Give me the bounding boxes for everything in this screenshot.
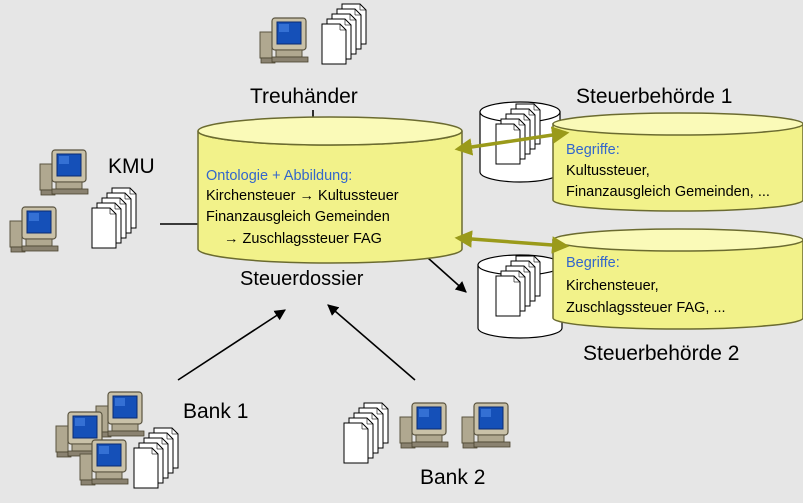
- connectors: [160, 110, 467, 381]
- behoerde1-label: Steuerbehörde 1: [576, 85, 732, 108]
- documents-icon: [321, 3, 367, 65]
- behoerde2-group: Begriffe: Kirchensteuer, Zuschlagssteuer…: [477, 228, 803, 365]
- bank1-label: Bank 1: [183, 400, 248, 423]
- behoerde2-database: Begriffe: Kirchensteuer, Zuschlagssteuer…: [552, 228, 803, 330]
- computer-icon: [95, 391, 145, 438]
- documents-icon: [91, 187, 137, 249]
- documents-icon: [133, 427, 179, 489]
- bank2-group: Bank 2: [343, 402, 511, 489]
- behoerde1-line-1: Kultussteuer,: [566, 163, 650, 179]
- behoerde2-header: Begriffe:: [566, 255, 620, 271]
- documents-icon: [343, 402, 389, 464]
- treuhaender-group: Treuhänder: [250, 3, 367, 108]
- archive-database-1: [479, 101, 561, 183]
- computer-icon: [9, 206, 59, 253]
- treuhaender-label: Treuhänder: [250, 85, 358, 108]
- steuerdossier-header: Ontologie + Abbildung:: [206, 168, 352, 184]
- behoerde1-group: Steuerbehörde 1 Begriffe: Kultussteuer, …: [479, 85, 803, 212]
- kmu-label: KMU: [108, 155, 155, 178]
- behoerde2-label: Steuerbehörde 2: [583, 342, 739, 365]
- bank2-label: Bank 2: [420, 466, 485, 489]
- behoerde1-line-2: Finanzausgleich Gemeinden, ...: [566, 184, 770, 200]
- behoerde1-database: Begriffe: Kultussteuer, Finanzausgleich …: [552, 112, 803, 212]
- computer-icon: [461, 402, 511, 449]
- mapping-arrows: [454, 126, 570, 254]
- kmu-group: KMU: [9, 149, 155, 253]
- behoerde2-line-2: Zuschlagssteuer FAG, ...: [566, 300, 726, 316]
- steuerdossier-line-2: Finanzausgleich Gemeinden: [206, 209, 390, 225]
- computer-icon: [399, 402, 449, 449]
- steuerdossier-line-1: Kirchensteuer → Kultussteuer: [206, 188, 399, 204]
- steuerdossier-label: Steuerdossier: [240, 268, 364, 290]
- behoerde2-line-1: Kirchensteuer,: [566, 278, 659, 294]
- steuerdossier-line-3: → Zuschlagssteuer FAG: [224, 231, 382, 247]
- mapping-arrow-behoerde1: [454, 126, 570, 156]
- steuerdossier-database: Ontologie + Abbildung: Kirchensteuer → K…: [197, 116, 463, 264]
- arrow-bank1-to-steuerdossier: [177, 309, 286, 381]
- computer-icon: [39, 149, 89, 196]
- arrow-steuerdossier-to-archive2: [427, 257, 467, 293]
- computer-icon: [259, 17, 309, 64]
- behoerde1-header: Begriffe:: [566, 142, 620, 158]
- bank1-group: Bank 1: [55, 391, 248, 489]
- archive-database-2: [477, 254, 563, 339]
- mapping-arrow-behoerde2: [454, 230, 570, 254]
- arrow-bank2-to-steuerdossier: [327, 304, 416, 381]
